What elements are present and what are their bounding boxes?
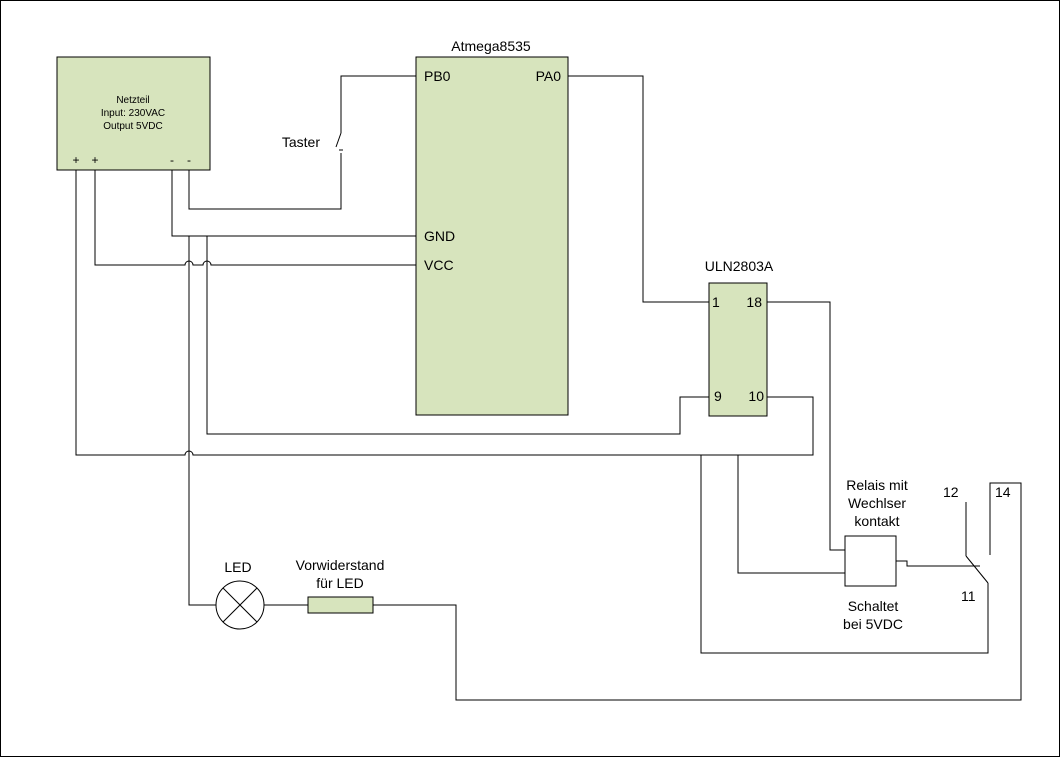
push-button-switch: Taster xyxy=(282,132,343,151)
power-supply-output: Output 5VDC xyxy=(103,121,162,132)
mcu-pin-gnd: GND xyxy=(424,228,455,244)
switch-lever xyxy=(335,132,342,148)
psu-pin-minus-2: - xyxy=(187,153,191,167)
taster-label: Taster xyxy=(282,134,320,150)
wire-gnd-uln9 xyxy=(206,236,709,435)
relay-link xyxy=(896,560,980,567)
relay-title-line-2: Wechlser xyxy=(848,495,906,511)
resistor-label-line-2: für LED xyxy=(316,575,363,591)
driver-pin-10: 10 xyxy=(748,388,764,404)
mcu-pin-pb0: PB0 xyxy=(424,68,451,84)
relay-coil-box xyxy=(844,535,897,587)
relay-note-line-2: bei 5VDC xyxy=(843,616,903,632)
relay-title-line-3: kontakt xyxy=(854,513,899,529)
microcontroller: Atmega8535 PB0 PA0 GND VCC xyxy=(415,38,569,416)
relay-contact-14: 14 xyxy=(995,484,1011,500)
psu-pin-plus-1: + xyxy=(72,153,79,167)
relay-title-line-1: Relais mit xyxy=(846,477,908,493)
driver-ic: ULN2803A 1 18 9 10 xyxy=(705,258,774,417)
mcu-box xyxy=(415,56,569,416)
psu-pin-minus-1: - xyxy=(170,153,174,167)
driver-pin-9: 9 xyxy=(714,388,722,404)
led-label: LED xyxy=(224,559,251,575)
mcu-title: Atmega8535 xyxy=(451,38,531,54)
psu-pin-plus-2: + xyxy=(91,153,98,167)
wire-psu-plus-vcc xyxy=(94,170,416,266)
led: LED xyxy=(215,559,265,630)
wire-plus-relay-coil xyxy=(737,455,845,574)
wire-resistor-contact14 xyxy=(373,482,1022,701)
resistor-label-line-1: Vorwiderstand xyxy=(296,557,385,573)
lamp-icon xyxy=(215,580,265,630)
relay-note-line-1: Schaltet xyxy=(848,598,899,614)
wire-switch-psu-minus xyxy=(188,153,342,210)
driver-box xyxy=(708,282,768,417)
wire-pb0-switch xyxy=(340,75,416,133)
driver-pin-1: 1 xyxy=(712,294,720,310)
changeover-lever xyxy=(965,555,989,584)
mcu-pin-vcc: VCC xyxy=(424,257,454,273)
resistor: Vorwiderstand für LED xyxy=(296,557,385,614)
wire-plus-bus-uln10 xyxy=(75,170,814,456)
power-supply-input: Input: 230VAC xyxy=(101,108,165,119)
wire-gnd-led xyxy=(188,236,216,606)
wire-uln18-relay xyxy=(767,301,845,551)
mcu-pin-pa0: PA0 xyxy=(536,68,562,84)
relay: Relais mit Wechlser kontakt Schaltet bei… xyxy=(843,477,1011,632)
driver-title: ULN2803A xyxy=(705,258,774,274)
power-supply-box xyxy=(56,56,211,171)
resistor-body xyxy=(307,596,374,614)
wire-plus-contact11 xyxy=(700,455,989,654)
wire-pa0-uln1 xyxy=(568,75,709,303)
relay-contact-12: 12 xyxy=(943,484,959,500)
wire-psu-minus-gnd xyxy=(171,170,416,237)
power-supply-title: Netzteil xyxy=(116,95,149,106)
power-supply: Netzteil Input: 230VAC Output 5VDC + + -… xyxy=(56,56,211,171)
wires xyxy=(75,75,1022,701)
relay-contact-11: 11 xyxy=(961,588,976,604)
driver-pin-18: 18 xyxy=(746,294,762,310)
